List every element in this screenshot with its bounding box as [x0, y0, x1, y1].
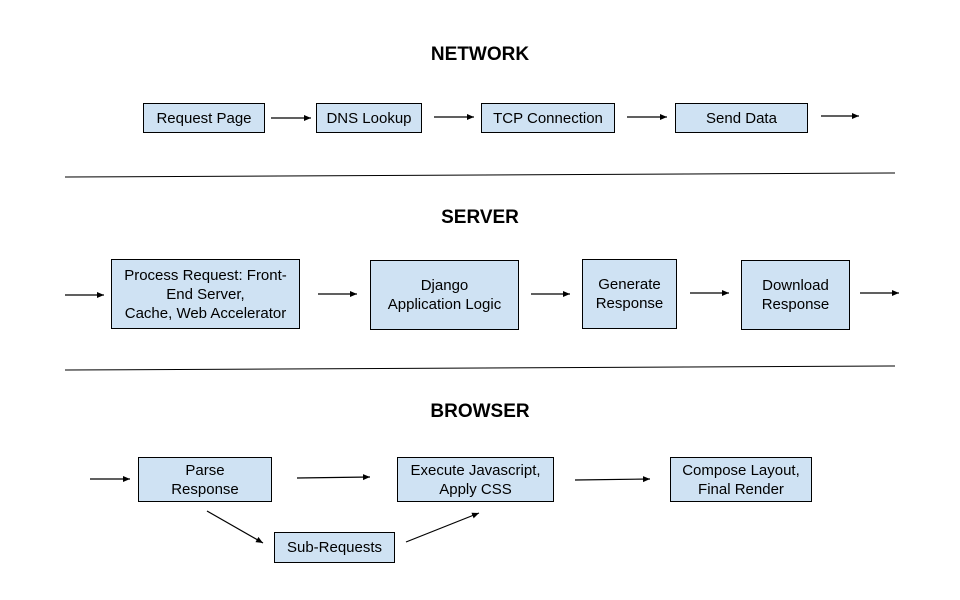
- browser-title: BROWSER: [430, 401, 530, 422]
- browser-step-execute-javascript: Execute Javascript, Apply CSS: [397, 457, 554, 502]
- network-step-dns-lookup: DNS Lookup: [316, 103, 422, 133]
- network-step-request-page: Request Page: [143, 103, 265, 133]
- network-step-tcp-connection: TCP Connection: [481, 103, 615, 133]
- browser-step-compose-layout: Compose Layout, Final Render: [670, 457, 812, 502]
- server-step-download-response: Download Response: [741, 260, 850, 330]
- divider-network-server: [64, 172, 896, 178]
- server-step-process-request: Process Request: Front- End Server, Cach…: [111, 259, 300, 329]
- arrow-subrequests-to-execute: [405, 512, 480, 543]
- server-step-django-logic: Django Application Logic: [370, 260, 519, 330]
- arrow-parse-to-execute: [296, 474, 371, 481]
- network-title: NETWORK: [430, 44, 530, 65]
- browser-step-parse-response: Parse Response: [138, 457, 272, 502]
- server-step-generate-response: Generate Response: [582, 259, 677, 329]
- divider-server-browser: [64, 365, 896, 371]
- arrow-parse-to-subrequests: [206, 510, 264, 544]
- network-step-send-data: Send Data: [675, 103, 808, 133]
- browser-step-sub-requests: Sub-Requests: [274, 532, 395, 563]
- arrow-execute-to-compose: [574, 476, 651, 483]
- server-title: SERVER: [441, 207, 519, 228]
